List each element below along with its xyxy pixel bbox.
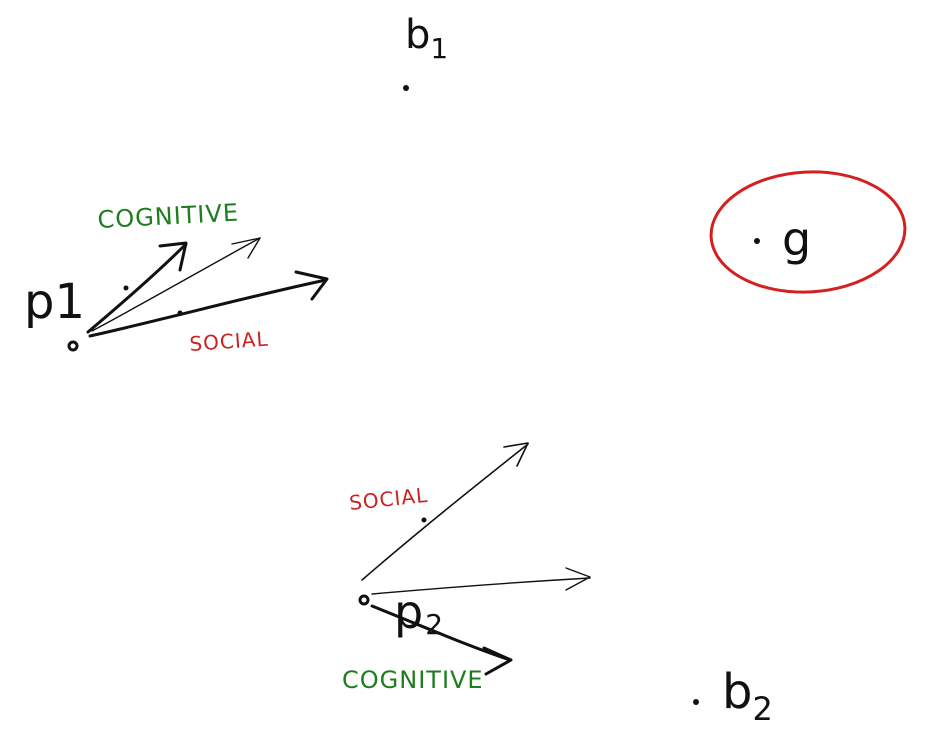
b1-point (403, 85, 409, 91)
b2-label: b2 (722, 664, 773, 728)
p2-social-label: SOCIAL (348, 483, 429, 515)
p1-social-vector (88, 278, 328, 338)
p2-label-sub: 2 (425, 608, 443, 641)
p2-resulting-velocity (371, 577, 591, 595)
b2-label-base: b (722, 664, 752, 720)
b1-label: b1 (405, 12, 448, 65)
p2-social-vector (361, 443, 529, 581)
p2-cognitive-label: COGNITIVE (342, 666, 484, 694)
global-best-point (754, 238, 760, 244)
p2-position (358, 594, 370, 606)
p2-social-point (421, 517, 427, 523)
p1-label: p1 (24, 274, 85, 330)
p1-social-label: SOCIAL (189, 327, 270, 356)
g-label: g (782, 212, 811, 266)
p2-social-arrowhead (503, 442, 529, 467)
global-best-g: g (709, 170, 907, 294)
b2-point (693, 699, 699, 705)
particle-p2: p2 SOCIAL COGNITIVE (342, 442, 591, 694)
p1-cognitive-arrowhead (158, 241, 188, 272)
p1-position (67, 340, 79, 352)
p1-resulting-arrowhead (231, 237, 261, 259)
p1-cognitive-vector (86, 242, 188, 334)
b2-label-sub: 2 (752, 690, 772, 728)
b1-label-base: b (405, 12, 430, 58)
personal-best-b1: b1 (403, 12, 448, 91)
personal-best-b2: b2 (693, 664, 773, 728)
particle-p1: p1 COGNITIVE SOCIAL (24, 199, 329, 356)
p2-label-base: p (394, 585, 423, 639)
p2-resulting-arrowhead (565, 567, 591, 591)
p1-social-arrowhead (294, 270, 329, 301)
p2-cognitive-vector (370, 604, 512, 662)
p1-cognitive-label: COGNITIVE (97, 199, 240, 234)
p2-cognitive-arrowhead (482, 646, 513, 676)
p1-social-point (177, 310, 183, 316)
b1-label-sub: 1 (430, 32, 448, 65)
p1-resulting-velocity (91, 237, 261, 332)
p1-cognitive-point (123, 285, 129, 291)
global-best-highlight-ring (709, 170, 907, 294)
p2-label: p2 (394, 585, 443, 641)
